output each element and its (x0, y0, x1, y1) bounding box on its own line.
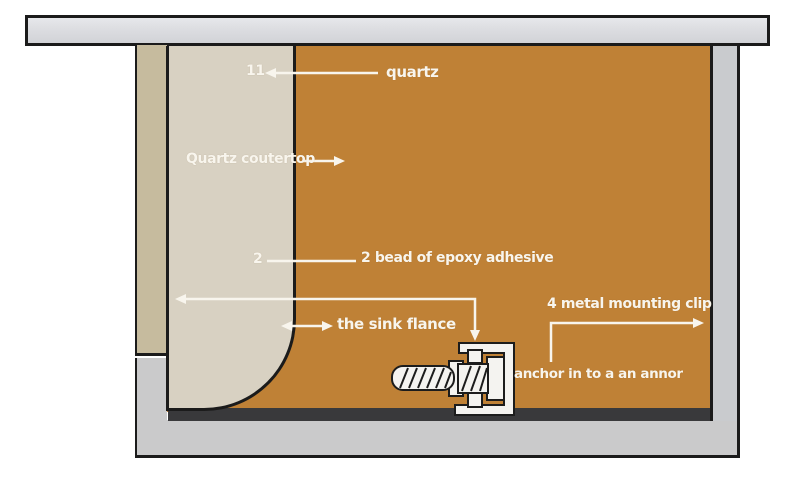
sink-bottom (135, 420, 740, 458)
label-quartz-countertop: Quartz coutertop (186, 151, 315, 167)
label-ref-2: 2 (253, 251, 263, 267)
label-sink-flange: the sink flance (337, 315, 456, 333)
sink-left-leg (135, 358, 167, 422)
top-support-rail (25, 15, 770, 46)
seal-strip (168, 408, 710, 421)
label-ref-11: 11 (246, 63, 265, 79)
quartz-countertop-slab (166, 46, 296, 411)
label-quartz: quartz (386, 63, 439, 81)
label-anchor: anchor in to a an annor (514, 366, 683, 382)
label-epoxy-adhesive: 2 bead of epoxy adhesive (361, 250, 554, 266)
label-mounting-clip: 4 metal mounting clip (547, 296, 712, 312)
sink-right-wall (710, 46, 740, 421)
substrate-strip (135, 45, 167, 356)
